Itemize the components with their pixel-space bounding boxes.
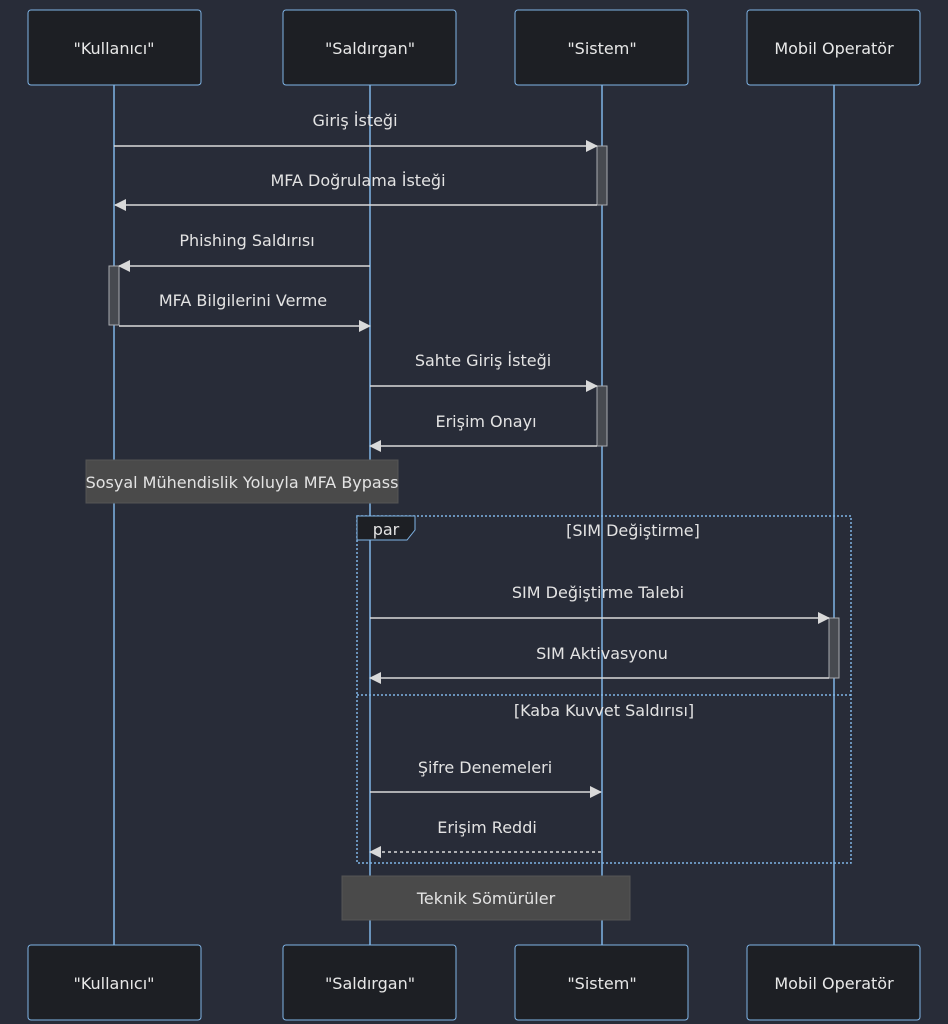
par-section-label: [Kaba Kuvvet Saldırısı] [514,701,694,720]
message-label: Erişim Onayı [435,412,536,431]
actor-bottom-mobil-operator: Mobil Operatör [746,944,921,1021]
message-label: Phishing Saldırısı [179,231,314,250]
actor-label: "Saldırgan" [325,974,415,993]
note-sosyal-muhendislik: Sosyal Mühendislik Yoluyla MFA Bypass [85,459,399,504]
actor-label: Mobil Operatör [774,974,894,993]
message-label: SIM Değiştirme Talebi [512,583,684,602]
note-teknik-somuruler: Teknik Sömürüler [341,875,631,921]
message-sifre-denemeleri: Şifre Denemeleri [370,758,602,798]
actor-label: "Kullanıcı" [73,974,154,993]
actor-label: "Kullanıcı" [73,39,154,58]
message-mfa-dogrulama-istegi: MFA Doğrulama İsteği [114,171,597,211]
par-keyword: par [373,520,400,539]
actor-top-kullanici: "Kullanıcı" [27,9,202,86]
message-sim-degistirme-talebi: SIM Değiştirme Talebi [370,583,830,624]
message-label: Sahte Giriş İsteği [415,351,551,370]
note-label: Sosyal Mühendislik Yoluyla MFA Bypass [86,473,399,492]
activation-sistem-1 [596,145,608,206]
activation-kullanici-1 [108,265,120,326]
message-label: Şifre Denemeleri [418,758,552,777]
message-label: SIM Aktivasyonu [536,644,668,663]
activation-mobil-operator [828,617,840,679]
par-section-label: [SIM Değiştirme] [566,521,700,540]
actor-label: "Saldırgan" [325,39,415,58]
actor-bottom-saldirgan: "Saldırgan" [282,944,457,1021]
message-mfa-bilgilerini-verme: MFA Bilgilerini Verme [119,291,371,332]
actor-bottom-kullanici: "Kullanıcı" [27,944,202,1021]
actor-label: "Sistem" [567,974,636,993]
message-sahte-giris-istegi: Sahte Giriş İsteği [370,351,598,392]
message-label: MFA Bilgilerini Verme [159,291,327,310]
actor-label: "Sistem" [567,39,636,58]
note-label: Teknik Sömürüler [416,889,556,908]
actor-top-sistem: "Sistem" [514,9,689,86]
message-sim-aktivasyonu: SIM Aktivasyonu [369,644,829,684]
message-label: Giriş İsteği [312,111,397,130]
par-block: par [SIM Değiştirme] [Kaba Kuvvet Saldır… [356,515,852,864]
message-giris-istegi: Giriş İsteği [114,111,598,152]
activation-sistem-2 [596,385,608,447]
actor-top-mobil-operator: Mobil Operatör [746,9,921,86]
message-erisim-reddi: Erişim Reddi [369,818,601,858]
actor-bottom-sistem: "Sistem" [514,944,689,1021]
message-phishing-saldirisi: Phishing Saldırısı [118,231,370,272]
actor-top-saldirgan: "Saldırgan" [282,9,457,86]
message-label: MFA Doğrulama İsteği [270,171,445,190]
actor-label: Mobil Operatör [774,39,894,58]
message-label: Erişim Reddi [437,818,537,837]
message-erisim-onayi: Erişim Onayı [369,412,597,452]
